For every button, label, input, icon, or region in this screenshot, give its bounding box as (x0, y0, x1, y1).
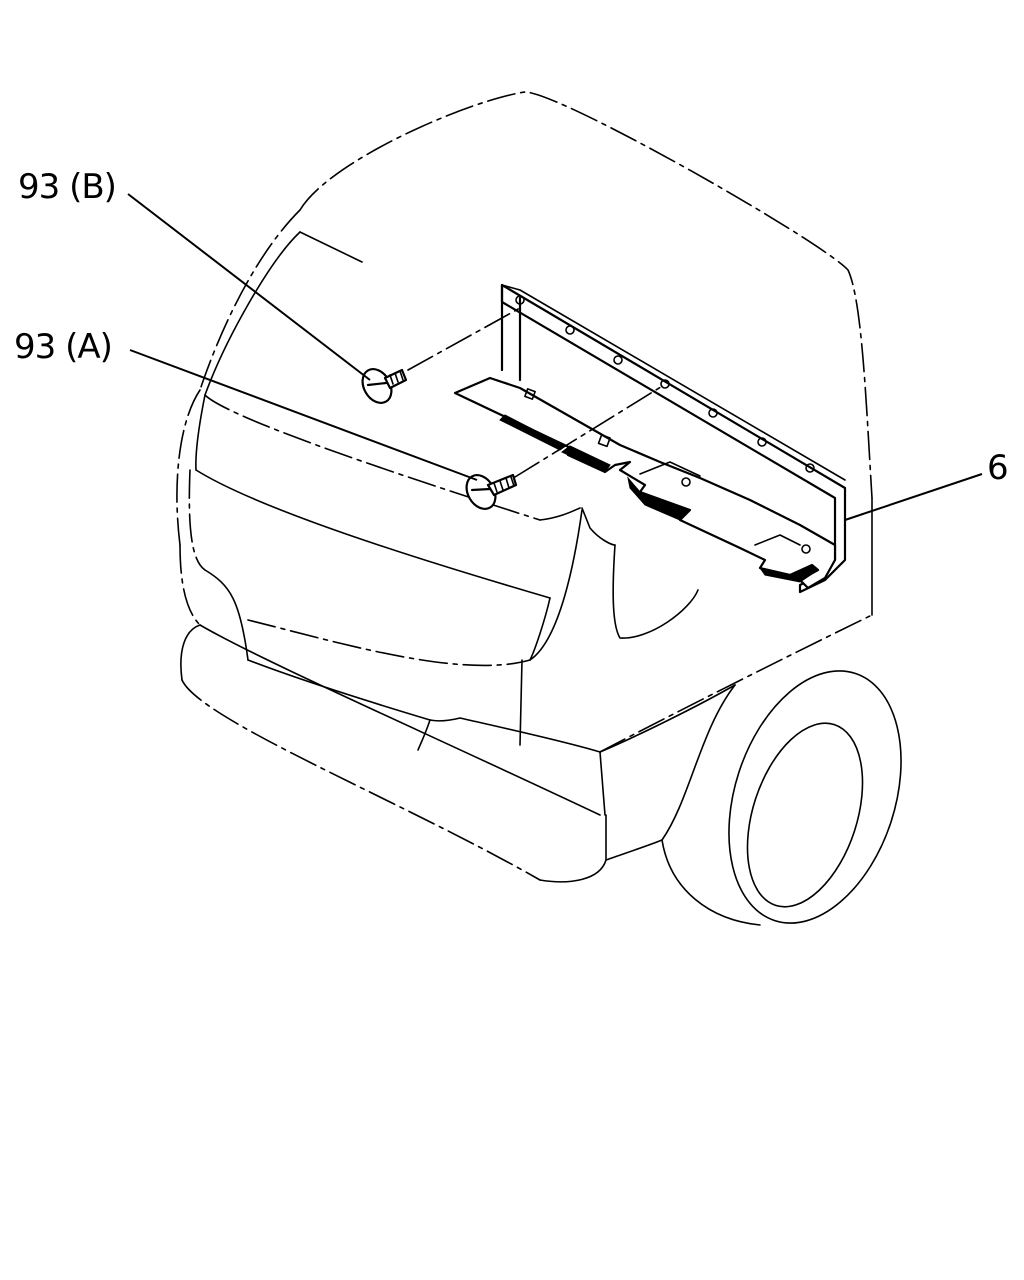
assembly-line-b (407, 307, 521, 371)
leader-line-6 (844, 473, 983, 521)
callout-93b: 93 (B) (18, 167, 117, 207)
callout-6: 6 (987, 448, 1009, 488)
leader-line-93b (127, 193, 371, 381)
leader-line-93a (129, 349, 478, 481)
vehicle-outline-icon (176, 91, 873, 883)
screw-icon (361, 368, 408, 404)
bracket-icon (453, 283, 847, 594)
callout-93a: 93 (A) (14, 327, 113, 367)
assembly-line-a (514, 384, 665, 478)
screw-icon (465, 473, 518, 510)
wheel-icon (661, 670, 902, 926)
